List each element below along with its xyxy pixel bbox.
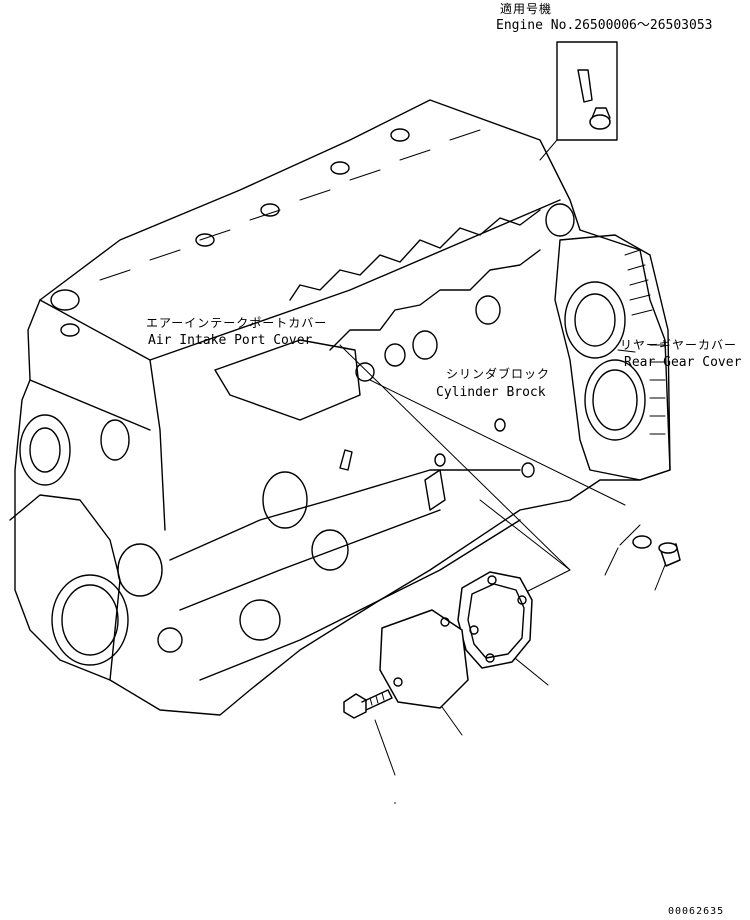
rear-gear-cover-label: Rear Gear Cover xyxy=(624,355,742,370)
inset-plug-box xyxy=(539,41,618,161)
cylinder-block-label: Cylinder Brock xyxy=(436,385,546,400)
air-intake-port-cover-label-jp: エアーインテークポートカバー xyxy=(146,316,328,330)
bolt-part xyxy=(343,689,393,719)
applicable-engines-label: 適用号機 xyxy=(500,2,553,16)
rear-gear-cover-label-jp: リヤーギヤーカバー xyxy=(620,338,738,352)
port-cover-part xyxy=(379,609,469,709)
cylinder-block xyxy=(9,99,671,716)
gasket-part xyxy=(457,571,533,669)
air-intake-port-cover-label: Air Intake Port Cover xyxy=(148,333,313,348)
leader-lines xyxy=(339,344,666,776)
washer-part xyxy=(632,535,652,549)
plug-part xyxy=(658,542,681,567)
engine-number-range: Engine No.26500006～26503053 xyxy=(496,18,713,33)
drawing-number: 00062635 xyxy=(668,906,725,917)
cylinder-block-label-jp: シリンダブロック xyxy=(446,367,551,381)
